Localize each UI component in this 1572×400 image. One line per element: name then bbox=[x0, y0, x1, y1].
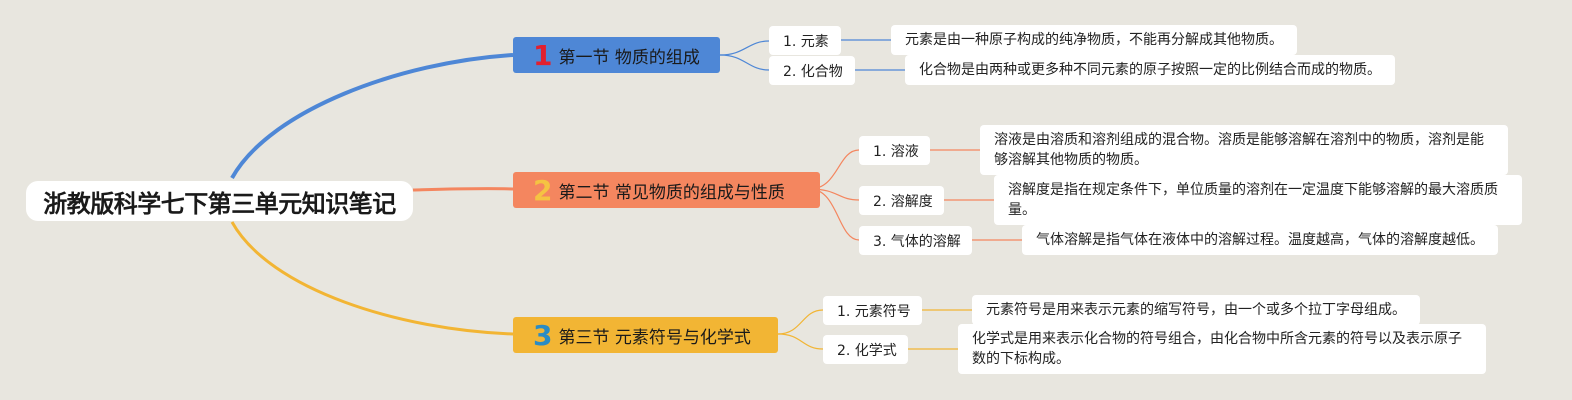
definition-node-2-3[interactable]: 气体溶解是指气体在液体中的溶解过程。温度越高，气体的溶解度越低。 bbox=[1022, 225, 1498, 255]
definition-node-2-1[interactable]: 溶液是由溶质和溶剂组成的混合物。溶质是能够溶解在溶剂中的物质，溶剂是能够溶解其他… bbox=[980, 125, 1508, 175]
section-number-1: 1 bbox=[533, 38, 553, 72]
topic-label: 1. 元素 bbox=[783, 33, 829, 50]
definition-text: 化学式是用来表示化合物的符号组合，由化合物中所含元素的符号以及表示原子数的下标构… bbox=[972, 331, 1462, 367]
connector-sec1-topic1 bbox=[719, 40, 770, 56]
topic-node-2-3[interactable]: 3. 气体的溶解 bbox=[859, 226, 972, 255]
topic-label: 3. 气体的溶解 bbox=[873, 233, 961, 250]
section-node-3[interactable]: 3 第三节 元素符号与化学式 bbox=[513, 317, 778, 353]
section-number-2: 2 bbox=[533, 173, 553, 207]
section-title-2: 第二节 常见物质的组成与性质 bbox=[558, 182, 785, 203]
definition-text: 化合物是由两种或更多种不同元素的原子按照一定的比例结合而成的物质。 bbox=[919, 62, 1381, 78]
topic-label: 2. 化学式 bbox=[837, 342, 897, 359]
topic-label: 1. 溶液 bbox=[873, 143, 919, 160]
topic-label: 1. 元素符号 bbox=[837, 303, 911, 320]
section-node-2[interactable]: 2 第二节 常见物质的组成与性质 bbox=[513, 172, 820, 208]
topic-label: 2. 化合物 bbox=[783, 63, 843, 80]
topic-node-2-2[interactable]: 2. 溶解度 bbox=[859, 186, 944, 215]
root-node[interactable]: 浙教版科学七下第三单元知识笔记 bbox=[26, 181, 413, 221]
connector-root-sec1 bbox=[230, 53, 514, 179]
definition-node-3-1[interactable]: 元素符号是用来表示元素的缩写符号，由一个或多个拉丁字母组成。 bbox=[972, 295, 1420, 325]
root-title: 浙教版科学七下第三单元知识笔记 bbox=[43, 189, 396, 218]
definition-text: 溶液是由溶质和溶剂组成的混合物。溶质是能够溶解在溶剂中的物质，溶剂是能够溶解其他… bbox=[994, 132, 1484, 168]
connector-root-sec3 bbox=[230, 221, 514, 336]
topic-node-1-2[interactable]: 2. 化合物 bbox=[769, 56, 855, 85]
connector-sec3-topic2 bbox=[777, 333, 824, 350]
section-node-1[interactable]: 1 第一节 物质的组成 bbox=[513, 37, 720, 73]
connector-sec1-topic2 bbox=[719, 54, 770, 71]
topic-node-3-1[interactable]: 1. 元素符号 bbox=[823, 296, 922, 325]
definition-node-1-1[interactable]: 元素是由一种原子构成的纯净物质，不能再分解成其他物质。 bbox=[891, 25, 1297, 55]
definition-text: 元素符号是用来表示元素的缩写符号，由一个或多个拉丁字母组成。 bbox=[986, 302, 1406, 318]
topic-node-3-2[interactable]: 2. 化学式 bbox=[823, 335, 908, 364]
definition-node-3-2[interactable]: 化学式是用来表示化合物的符号组合，由化合物中所含元素的符号以及表示原子数的下标构… bbox=[958, 324, 1486, 374]
topic-node-1-1[interactable]: 1. 元素 bbox=[769, 26, 841, 55]
definition-node-2-2[interactable]: 溶解度是指在规定条件下，单位质量的溶剂在一定温度下能够溶解的最大溶质质量。 bbox=[994, 175, 1522, 225]
section-title-3: 第三节 元素符号与化学式 bbox=[558, 327, 751, 348]
topic-label: 2. 溶解度 bbox=[873, 193, 933, 210]
section-title-1: 第一节 物质的组成 bbox=[558, 47, 700, 68]
connector-sec3-topic1 bbox=[777, 309, 824, 335]
definition-text: 元素是由一种原子构成的纯净物质，不能再分解成其他物质。 bbox=[905, 32, 1283, 48]
definition-node-1-2[interactable]: 化合物是由两种或更多种不同元素的原子按照一定的比例结合而成的物质。 bbox=[905, 55, 1395, 85]
section-number-3: 3 bbox=[533, 318, 553, 352]
topic-node-2-1[interactable]: 1. 溶液 bbox=[859, 136, 930, 165]
connector-root-sec2 bbox=[412, 187, 514, 192]
definition-text: 气体溶解是指气体在液体中的溶解过程。温度越高，气体的溶解度越低。 bbox=[1036, 232, 1484, 248]
definition-text: 溶解度是指在规定条件下，单位质量的溶剂在一定温度下能够溶解的最大溶质质量。 bbox=[1008, 182, 1498, 218]
